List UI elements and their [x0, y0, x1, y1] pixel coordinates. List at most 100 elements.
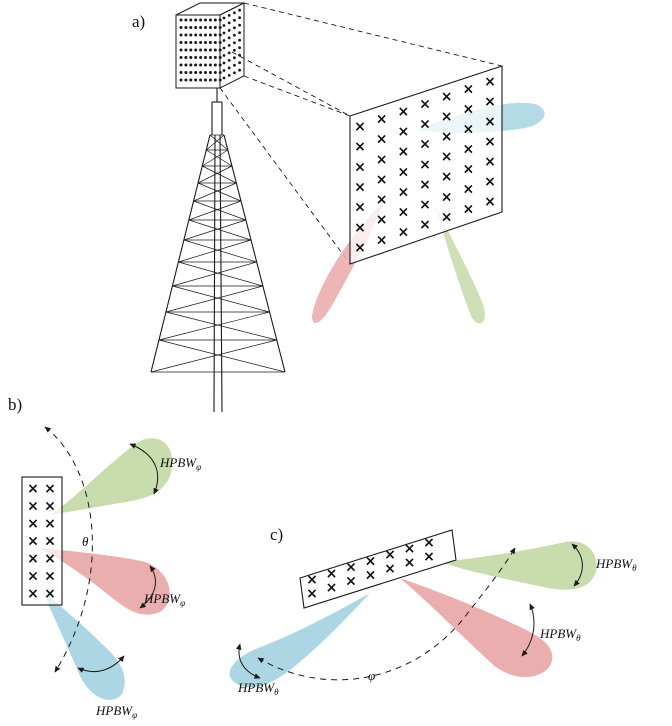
cube-element [208, 71, 212, 74]
green-lobe [436, 207, 485, 324]
array-element: × [44, 551, 56, 567]
cube-element [218, 48, 222, 52]
array-element: × [484, 194, 496, 210]
array-element: × [441, 89, 453, 105]
cube-element [179, 48, 183, 52]
cube-element [199, 26, 203, 29]
cube-element [213, 41, 217, 44]
array-element: × [397, 205, 409, 221]
cube-element [222, 39, 226, 42]
cube-element [204, 33, 207, 37]
array-element: × [376, 112, 388, 128]
cube-element [179, 63, 183, 67]
cube-element [179, 26, 183, 29]
array-element: × [441, 189, 453, 205]
cube-element [204, 56, 207, 59]
cube-element [194, 56, 198, 59]
array-element: × [306, 586, 318, 602]
cube-element [222, 69, 226, 72]
cube-element [233, 63, 236, 67]
cube-element [208, 18, 212, 22]
cube-side-elements [222, 8, 242, 80]
cube-element [218, 56, 222, 59]
cube-element [204, 26, 207, 29]
array-element: × [441, 109, 453, 125]
phi-label: φ [368, 668, 375, 683]
cube-element [213, 48, 217, 52]
array-element: × [365, 567, 377, 583]
array-element: × [354, 180, 366, 196]
cube-element [194, 26, 198, 29]
array-element: × [462, 182, 474, 198]
array-element: × [354, 240, 366, 256]
cube-element [184, 41, 188, 44]
array-element: × [27, 551, 39, 567]
cube-element [194, 78, 198, 82]
cube-element [218, 71, 222, 74]
array-element: × [376, 192, 388, 208]
array-element: × [44, 569, 56, 585]
cube-element [238, 16, 242, 20]
cube-element [184, 26, 188, 29]
array-element: × [376, 132, 388, 148]
cube-element [218, 78, 222, 82]
cube-front-elements [179, 18, 222, 82]
array-element: × [484, 74, 496, 90]
cube-element [208, 41, 212, 44]
theta-label: θ [82, 534, 89, 549]
array-element: × [441, 169, 453, 185]
cube-element [184, 63, 188, 67]
array-element: × [376, 172, 388, 188]
cube-element [189, 48, 193, 52]
array-element: × [384, 561, 396, 577]
hpbw-arc-blue [77, 655, 125, 673]
array-element: × [354, 119, 366, 135]
cube-element [213, 71, 217, 74]
cube-element [199, 63, 203, 67]
cube-element [213, 56, 217, 59]
hpbw-arc-red [139, 565, 156, 609]
cube-element [227, 66, 231, 70]
cube-element [233, 33, 236, 37]
cube-element [184, 18, 188, 22]
cube-element [179, 71, 183, 74]
cube-element [213, 78, 217, 82]
cube-element [238, 46, 242, 50]
cube-element [238, 31, 242, 35]
cube-element [238, 53, 242, 57]
array-element: × [419, 137, 431, 153]
theta-sweep-arc [44, 426, 93, 673]
cube-element [204, 18, 207, 22]
array-element: × [397, 184, 409, 200]
array-element: × [326, 580, 338, 596]
cube-element [204, 63, 207, 67]
panel-b: b) ×××××××××××××× θ HPBWφ HPBWφ HPBWφ [8, 395, 201, 720]
hpbw-arc-green [129, 443, 159, 495]
cube-element [184, 56, 188, 59]
cube-element [213, 33, 217, 37]
array-element: × [462, 122, 474, 138]
cube-element [233, 48, 236, 52]
cube-element [189, 63, 193, 67]
cube-element [199, 33, 203, 37]
cube-element [222, 76, 226, 80]
cube-element [194, 33, 198, 37]
red-lobe-c [400, 578, 553, 678]
array-element: × [354, 139, 366, 155]
projection-lines [219, 2, 503, 265]
cube-element [222, 46, 226, 50]
cube-element [233, 11, 236, 15]
array-element: × [484, 94, 496, 110]
tower-lattice [150, 134, 286, 373]
array-element: × [44, 499, 56, 515]
cube-element [218, 41, 222, 44]
array-element: × [354, 220, 366, 236]
array-element: × [397, 104, 409, 120]
cube-element [194, 41, 198, 44]
cube-element [199, 71, 203, 74]
array-element: × [27, 499, 39, 515]
cube-element [194, 63, 198, 67]
array-element: × [419, 157, 431, 173]
planar-array-panel [349, 65, 503, 265]
array-element: × [423, 535, 435, 551]
